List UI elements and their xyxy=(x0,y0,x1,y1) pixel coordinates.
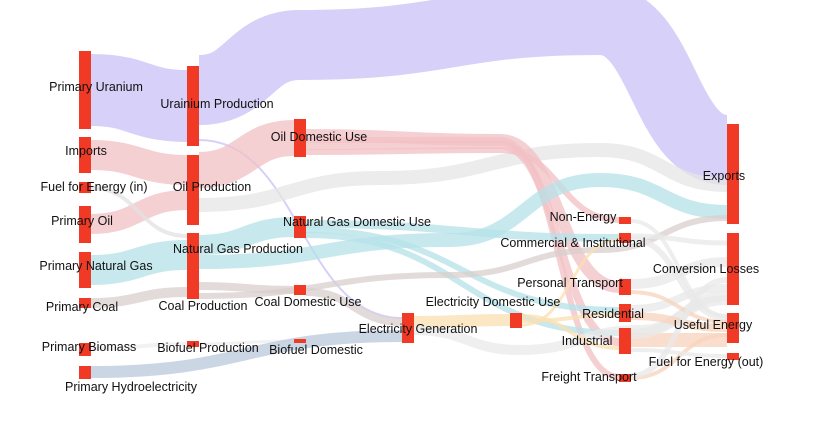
node-label-primary-natural-gas: Primary Natural Gas xyxy=(39,259,152,273)
node-exports xyxy=(727,124,739,224)
node-coal-production xyxy=(187,281,199,299)
link-personal-transport-to-useful-energy xyxy=(630,290,728,324)
link-imports-to-oil-production xyxy=(90,140,188,185)
node-primary-biomass xyxy=(79,343,91,356)
node-fuel-for-energy-in xyxy=(79,182,91,193)
node-label-primary-uranium: Primary Uranium xyxy=(49,80,143,94)
link-oil-production-to-exports xyxy=(198,142,728,212)
node-primary-uranium xyxy=(79,51,91,129)
node-oil-domestic-use xyxy=(294,119,306,157)
node-label-conversion-losses: Conversion Losses xyxy=(653,262,759,276)
node-imports xyxy=(79,137,91,173)
link-commercial-institutional-to-conversion-losses xyxy=(630,233,728,246)
link-industrial-to-fuel-for-energy-out xyxy=(630,348,728,358)
link-industrial-to-conversion-losses xyxy=(630,295,728,339)
node-label-non-energy: Non-Energy xyxy=(550,210,617,224)
node-primary-oil xyxy=(79,206,91,243)
node-label-imports: Imports xyxy=(65,144,107,158)
node-label-residential: Residential xyxy=(582,307,644,321)
node-natural-gas-domestic-use xyxy=(294,216,306,238)
node-label-natural-gas-production: Natural Gas Production xyxy=(173,242,303,256)
node-label-natural-gas-domestic-use: Natural Gas Domestic Use xyxy=(283,215,431,229)
node-electricity-generation xyxy=(402,313,414,343)
node-label-primary-oil: Primary Oil xyxy=(51,214,113,228)
link-primary-biomass-to-biofuel-production xyxy=(90,342,188,351)
node-label-primary-coal: Primary Coal xyxy=(46,300,118,314)
node-label-fuel-for-energy-out: Fuel for Energy (out) xyxy=(649,355,764,369)
node-biofuel-domestic xyxy=(294,339,306,343)
link-natural-gas-production-to-exports xyxy=(198,172,728,269)
link-natural-gas-domestic-use-to-commercial-institutional xyxy=(305,220,620,242)
link-coal-domestic-use-to-electricity-generation xyxy=(305,288,403,326)
link-uranium-production-to-exports xyxy=(196,0,732,185)
node-conversion-losses xyxy=(727,233,739,305)
link-primary-coal-to-coal-production xyxy=(90,287,188,308)
node-label-fuel-for-energy-in: Fuel for Energy (in) xyxy=(41,180,148,194)
node-label-freight-transport: Freight Transport xyxy=(541,370,637,384)
node-label-electricity-generation: Electricity Generation xyxy=(359,322,478,336)
node-non-energy xyxy=(619,217,631,224)
node-electricity-domestic-use xyxy=(510,313,522,328)
node-biofuel-production xyxy=(187,341,199,347)
link-electricity-domestic-use-to-industrial xyxy=(521,314,620,350)
link-electricity-domestic-use-to-commercial-institutional xyxy=(521,238,620,327)
node-primary-natural-gas xyxy=(79,252,91,288)
node-industrial xyxy=(619,328,631,354)
node-residential xyxy=(619,304,631,322)
node-label-coal-production: Coal Production xyxy=(159,299,248,313)
link-non-energy-to-useful-energy xyxy=(630,219,728,318)
link-natural-gas-production-to-natural-gas-domestic-use xyxy=(198,217,295,255)
links-layer xyxy=(90,0,732,380)
node-label-primary-biomass: Primary Biomass xyxy=(42,340,136,354)
node-label-coal-domestic-use: Coal Domestic Use xyxy=(255,295,362,309)
link-fuel-for-energy-in-to-natural-gas-production xyxy=(90,186,188,238)
node-label-personal-transport: Personal Transport xyxy=(517,276,623,290)
link-personal-transport-to-conversion-losses xyxy=(630,257,728,289)
link-natural-gas-domestic-use-to-residential xyxy=(305,227,620,313)
node-label-uranium-production: Urainium Production xyxy=(160,97,273,111)
node-useful-energy xyxy=(727,313,739,343)
node-primary-hydroelectricity xyxy=(79,366,91,379)
link-primary-hydroelectricity-to-electricity-generation xyxy=(90,330,403,378)
node-label-industrial: Industrial xyxy=(562,334,613,348)
node-label-biofuel-domestic: Biofuel Domestic xyxy=(269,343,363,357)
node-oil-production xyxy=(187,155,199,225)
node-label-oil-production: Oil Production xyxy=(173,180,252,194)
node-label-commercial-institutional: Commercial & Institutional xyxy=(500,236,645,250)
node-label-exports: Exports xyxy=(703,169,745,183)
link-oil-production-to-oil-domestic-use xyxy=(198,120,295,188)
link-oil-domestic-use-to-non-energy xyxy=(305,146,620,223)
node-natural-gas-production xyxy=(187,233,199,283)
nodes-layer xyxy=(79,51,739,382)
link-freight-transport-to-conversion-losses xyxy=(630,277,728,379)
link-primary-natural-gas-to-natural-gas-production xyxy=(90,240,188,285)
node-label-biofuel-production: Biofuel Production xyxy=(157,341,259,355)
link-primary-uranium-to-uranium-production xyxy=(90,54,188,142)
node-uranium-production xyxy=(187,66,199,146)
link-commercial-institutional-to-useful-energy xyxy=(630,236,728,321)
node-label-electricity-domestic-use: Electricity Domestic Use xyxy=(426,295,561,309)
node-label-oil-domestic-use: Oil Domestic Use xyxy=(271,130,368,144)
link-residential-to-conversion-losses xyxy=(630,284,728,313)
node-coal-domestic-use xyxy=(294,285,306,295)
node-freight-transport xyxy=(619,374,631,382)
node-label-primary-hydroelectricity: Primary Hydroelectricity xyxy=(65,380,198,394)
node-personal-transport xyxy=(619,279,631,295)
node-label-useful-energy: Useful Energy xyxy=(674,318,753,332)
node-primary-coal xyxy=(79,298,91,308)
link-freight-transport-to-useful-energy xyxy=(630,333,728,380)
node-commercial-institutional xyxy=(619,233,631,243)
link-oil-domestic-use-to-industrial xyxy=(305,140,620,346)
node-fuel-for-energy-out xyxy=(727,353,739,360)
link-electricity-generation-to-electricity-domestic-use xyxy=(413,314,511,328)
